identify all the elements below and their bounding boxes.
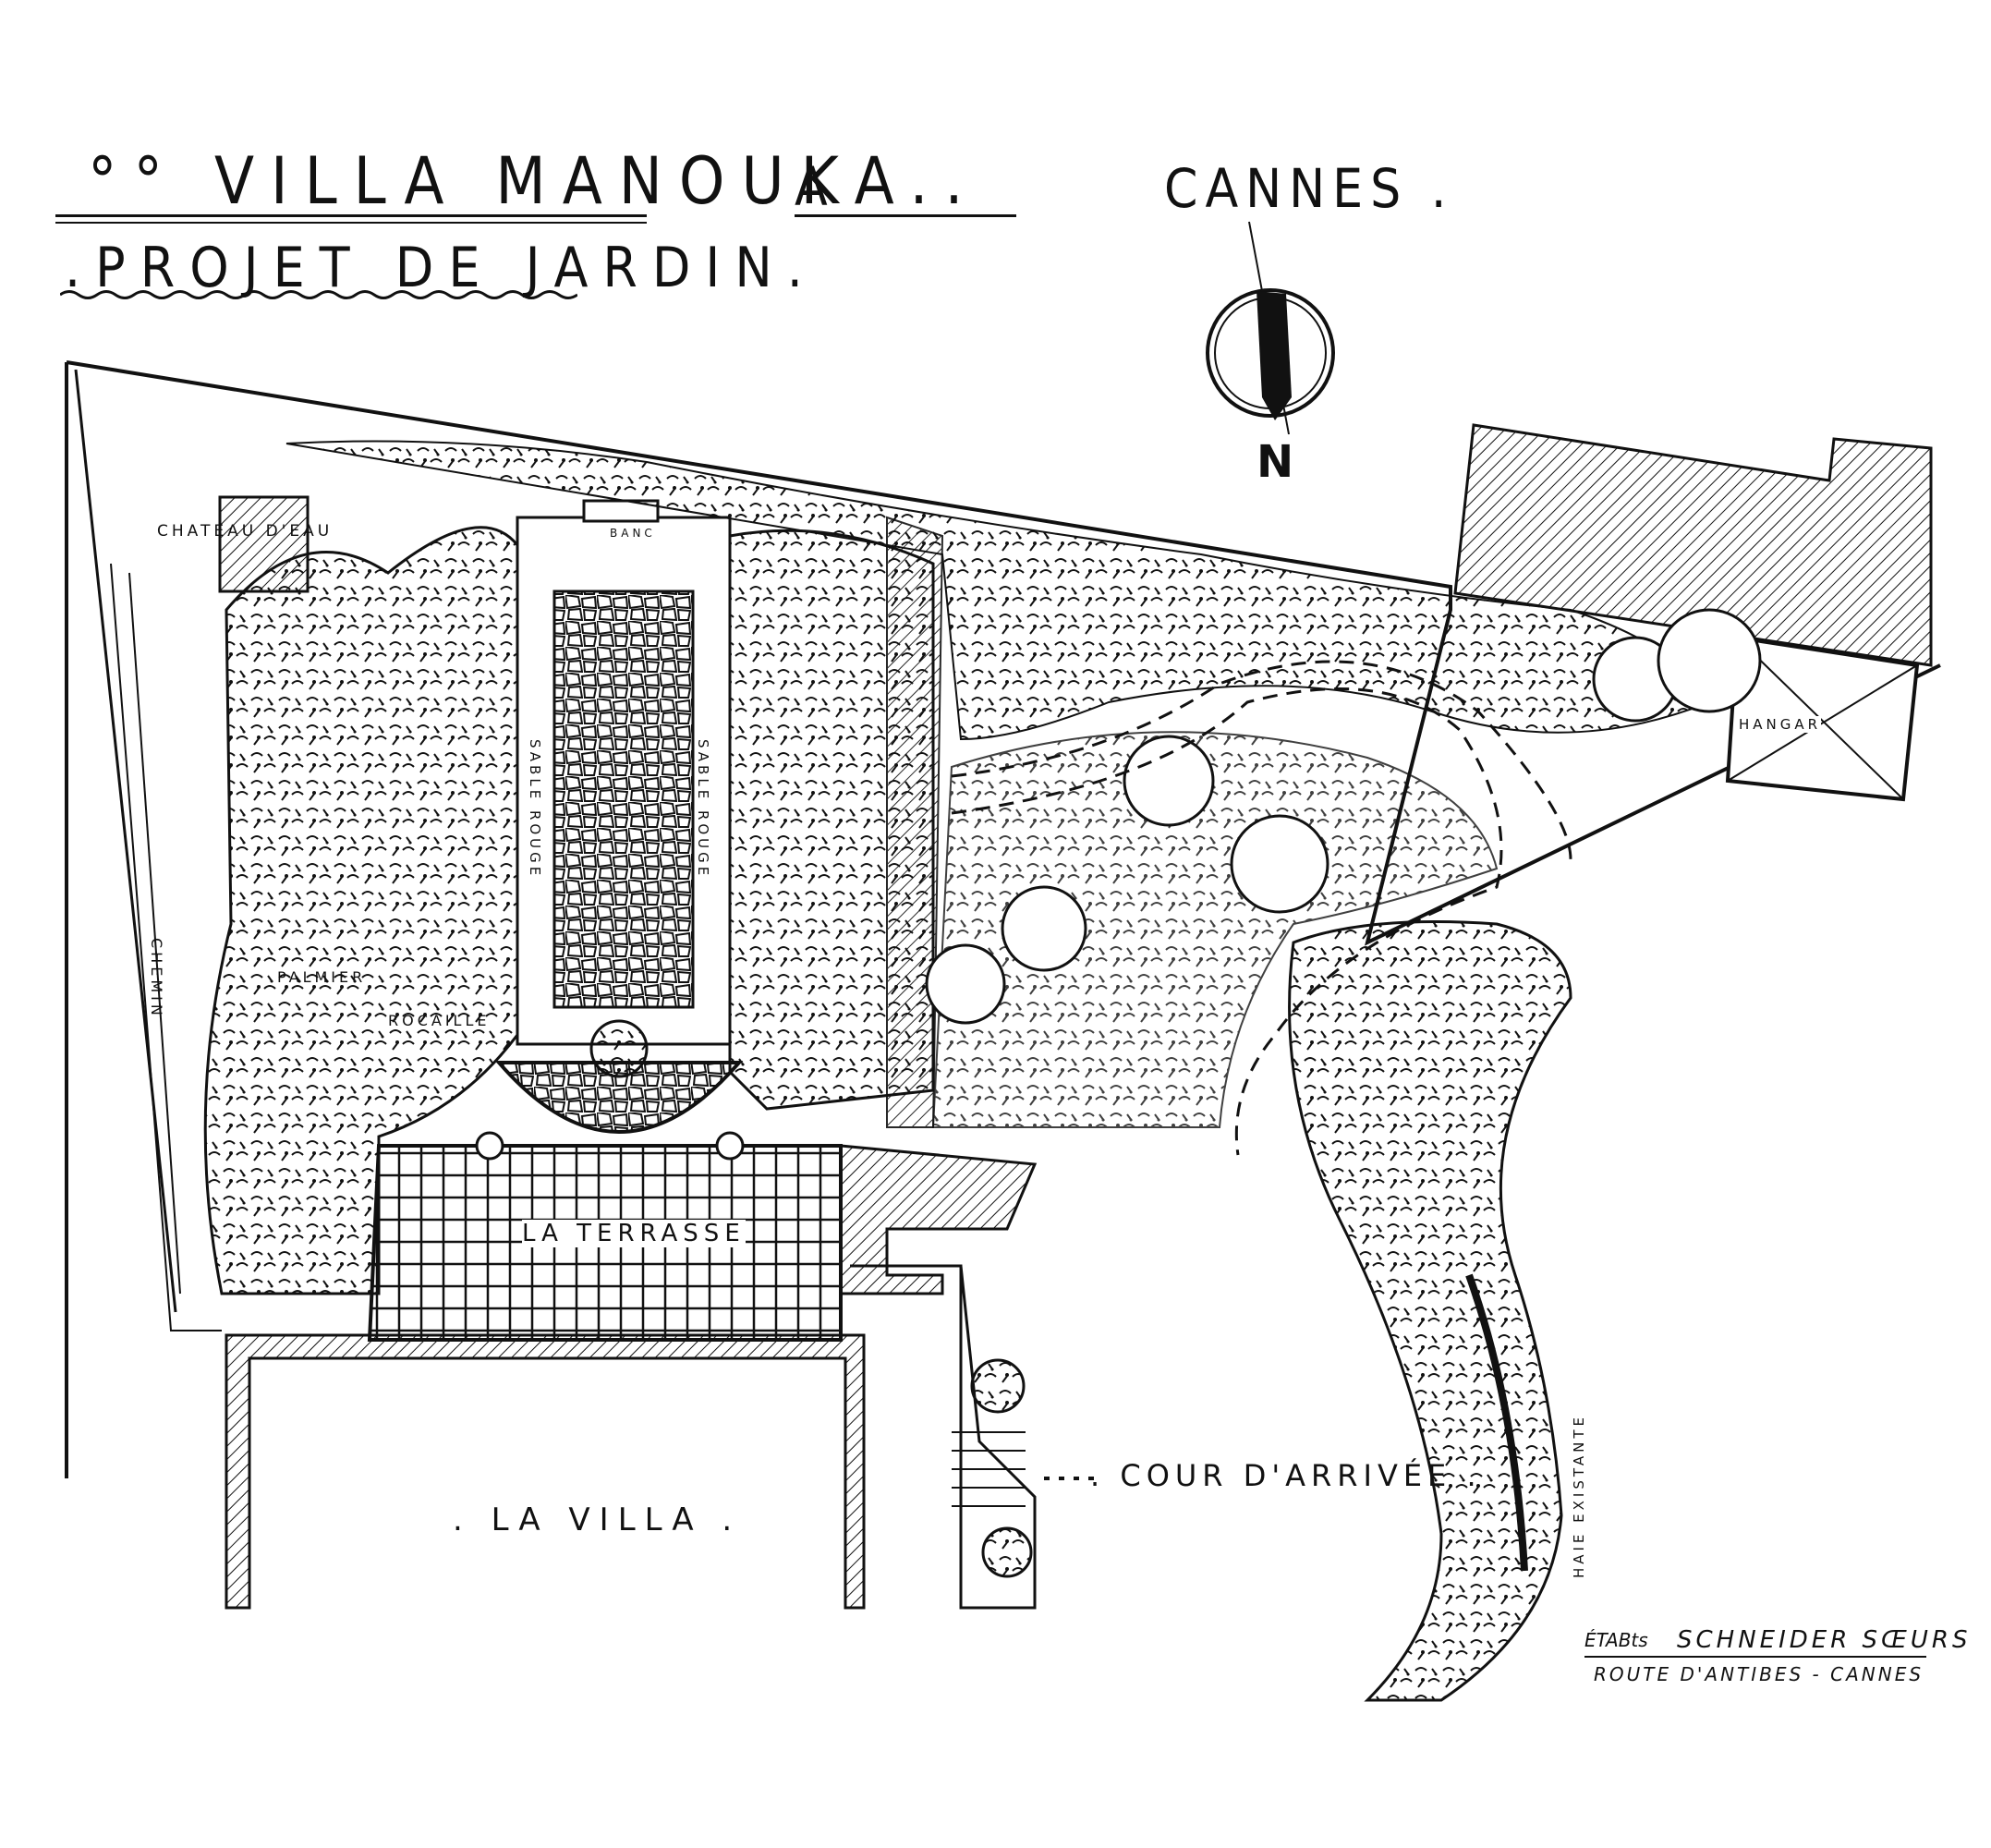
title-underline xyxy=(55,214,647,217)
villa-outline xyxy=(225,1333,866,1610)
signature-name: SCHNEIDER SŒURS xyxy=(1677,1626,1972,1654)
label-chateau-deau: CHATEAU D'EAU xyxy=(157,522,334,541)
label-rocaille: ROCAILLE xyxy=(388,1012,491,1029)
label-palmier: PALMIER xyxy=(277,968,367,986)
plan-subtitle: .PROJET DE JARDIN. xyxy=(65,236,818,300)
plan-title-villa: °° VILLA MANOUKA.. xyxy=(88,143,980,219)
label-hangar: HANGAR xyxy=(1739,716,1822,733)
label-villa: . LA VILLA . xyxy=(453,1502,742,1538)
label-sable-rouge-left: SABLE ROUGE xyxy=(527,739,543,880)
title-underline-2 xyxy=(55,222,647,224)
subtitle-wavy-underline xyxy=(60,290,577,299)
label-cour-darrivee: . COUR D'ARRIVÉE . xyxy=(1090,1458,1482,1493)
label-terrasse: LA TERRASSE xyxy=(522,1220,746,1247)
signature-underline xyxy=(1584,1656,1926,1658)
signature-address: ROUTE D'ANTIBES - CANNES xyxy=(1594,1663,1924,1685)
title-underline-3 xyxy=(795,214,1016,217)
label-banc: BANC xyxy=(610,527,656,540)
compass-label: N xyxy=(1257,436,1294,488)
label-chemin: CHEMIN xyxy=(148,938,165,1019)
plan-title-cannes: CANNES . xyxy=(1164,157,1454,220)
label-haie-existante: HAIE EXISTANTE xyxy=(1571,1414,1587,1579)
north-arrow-icon xyxy=(1206,221,1335,435)
signature-prefix: ÉTABts xyxy=(1584,1629,1648,1651)
label-sable-rouge-right: SABLE ROUGE xyxy=(695,739,711,880)
fountain xyxy=(589,1019,649,1078)
plan-title-a: A xyxy=(795,155,844,218)
hangar-building xyxy=(1725,635,1920,802)
